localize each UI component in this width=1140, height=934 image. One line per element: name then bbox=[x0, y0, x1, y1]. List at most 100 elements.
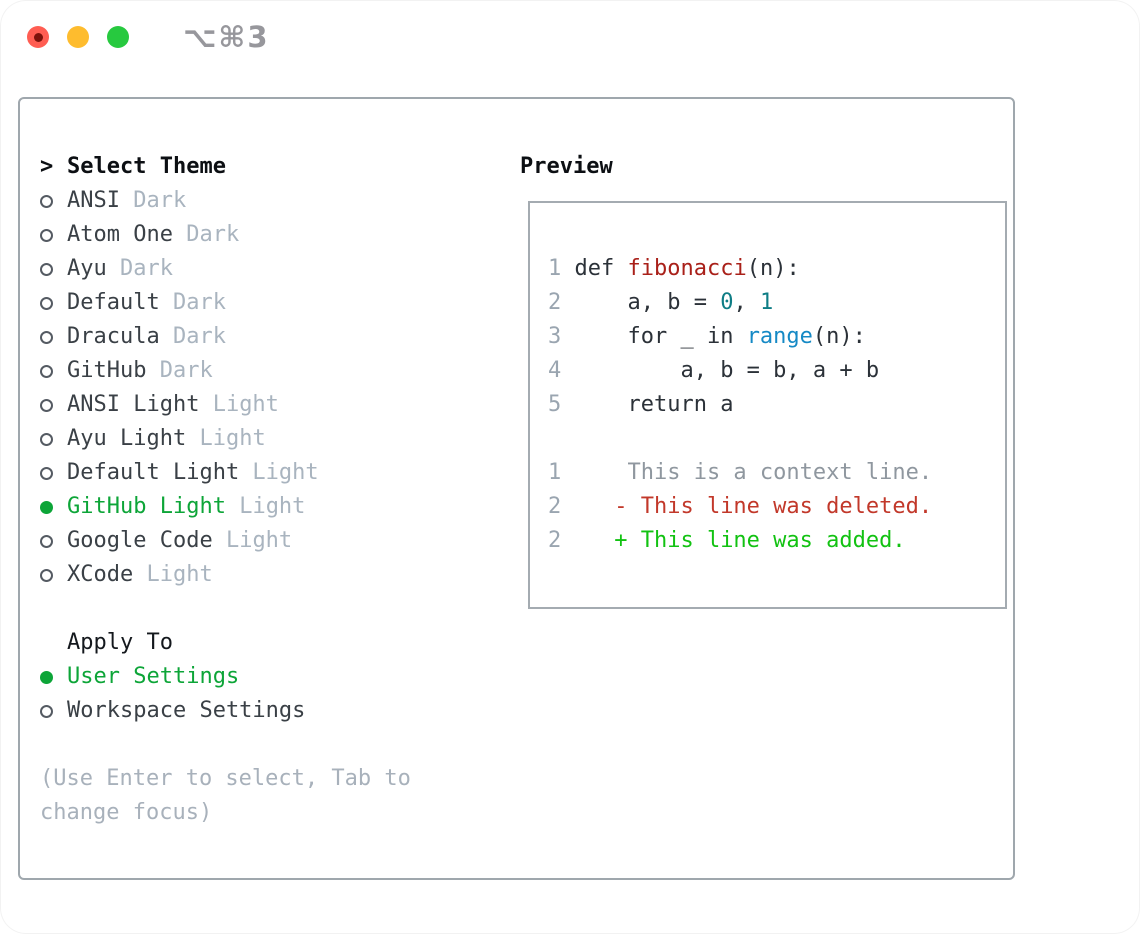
line-number: 3 bbox=[548, 324, 562, 349]
minimize-button-icon[interactable] bbox=[67, 26, 89, 48]
apply-to-option[interactable]: User Settings bbox=[40, 660, 485, 694]
code-segment-deleted: - This line was deleted. bbox=[561, 494, 933, 519]
theme-option[interactable]: Default Dark bbox=[40, 286, 485, 320]
option-label: Dracula bbox=[67, 324, 160, 349]
option-variant-label: Light bbox=[133, 562, 213, 587]
option-label: Default Light bbox=[67, 460, 240, 485]
theme-option[interactable]: XCode Light bbox=[40, 558, 485, 592]
option-label: GitHub bbox=[67, 358, 147, 383]
code-segment-num: 1 bbox=[759, 290, 774, 315]
theme-option[interactable]: Ayu Light Light bbox=[40, 422, 485, 456]
radio-icon bbox=[40, 534, 53, 548]
line-number: 1 bbox=[548, 256, 562, 281]
radio-selected-icon bbox=[40, 500, 53, 514]
option-variant-label: Dark bbox=[106, 256, 173, 281]
theme-option[interactable]: ANSI Dark bbox=[40, 184, 485, 218]
option-variant-label: Light bbox=[225, 494, 306, 519]
radio-icon bbox=[40, 296, 53, 310]
option-label: ANSI bbox=[67, 188, 120, 213]
option-variant-label: Dark bbox=[146, 358, 213, 383]
option-label: XCode bbox=[67, 562, 134, 587]
code-segment-func: fibonacci bbox=[627, 256, 747, 281]
code-segment-context: This is a context line. bbox=[561, 460, 933, 485]
blank-line bbox=[548, 422, 1005, 456]
option-label: Default bbox=[67, 290, 160, 315]
option-variant-label: Dark bbox=[119, 188, 187, 213]
code-segment-code: a, b = bbox=[561, 290, 721, 315]
preview-title: Preview bbox=[520, 154, 613, 179]
option-label: Atom One bbox=[67, 222, 173, 247]
diff-line: 2 - This line was deleted. bbox=[548, 490, 1005, 524]
radio-icon bbox=[40, 228, 53, 242]
option-variant-label: Dark bbox=[159, 290, 226, 315]
code-line: 5 return a bbox=[548, 388, 1005, 422]
theme-option[interactable]: GitHub Dark bbox=[40, 354, 485, 388]
code-segment-code: , bbox=[733, 290, 760, 315]
line-number: 4 bbox=[548, 358, 562, 383]
apply-to-header: Apply To bbox=[67, 630, 173, 655]
keyboard-hint: (Use Enter to select, Tab to change focu… bbox=[40, 766, 411, 825]
diff-line: 1 This is a context line. bbox=[548, 456, 1005, 490]
radio-icon bbox=[40, 432, 53, 446]
apply-to-option[interactable]: Workspace Settings bbox=[40, 694, 485, 728]
line-number: 2 bbox=[548, 528, 562, 553]
preview-section: Preview 1 def fibonacci(n):2 a, b = 0, 1… bbox=[502, 150, 1007, 609]
theme-option[interactable]: ANSI Light Light bbox=[40, 388, 485, 422]
prompt-caret-icon: > bbox=[40, 154, 54, 179]
theme-option[interactable]: Dracula Dark bbox=[40, 320, 485, 354]
code-line: 2 a, b = 0, 1 bbox=[548, 286, 1005, 320]
code-segment-code: (n): bbox=[812, 324, 866, 349]
theme-option[interactable]: Google Code Light bbox=[40, 524, 485, 558]
option-variant-label: Dark bbox=[159, 324, 226, 349]
option-variant-label: Light bbox=[239, 460, 319, 485]
radio-icon bbox=[40, 398, 53, 412]
radio-icon bbox=[40, 262, 53, 276]
radio-icon bbox=[40, 364, 53, 378]
close-dot-icon bbox=[33, 32, 43, 42]
option-label: Workspace Settings bbox=[67, 698, 306, 723]
code-line: 1 def fibonacci(n): bbox=[548, 252, 1005, 286]
code-segment-code: (n): bbox=[746, 256, 800, 281]
select-theme-header: > Select Theme bbox=[40, 150, 485, 184]
code-segment-code: a, b = b, a + b bbox=[561, 358, 880, 383]
select-theme-title: Select Theme bbox=[67, 154, 226, 179]
code-segment-code: def bbox=[561, 256, 628, 281]
option-label: ANSI Light bbox=[67, 392, 200, 417]
option-label: Ayu Light bbox=[67, 426, 187, 451]
option-label: GitHub Light bbox=[67, 494, 226, 519]
diff-line: 2 + This line was added. bbox=[548, 524, 1005, 558]
radio-icon bbox=[40, 466, 53, 480]
line-number: 1 bbox=[548, 460, 562, 485]
option-variant-label: Dark bbox=[172, 222, 240, 247]
option-label: User Settings bbox=[67, 664, 240, 689]
line-number: 5 bbox=[548, 392, 562, 417]
radio-selected-icon bbox=[40, 670, 53, 684]
theme-option[interactable]: Ayu Dark bbox=[40, 252, 485, 286]
radio-icon bbox=[40, 568, 53, 582]
code-segment-code: return a bbox=[561, 392, 734, 417]
theme-option[interactable]: GitHub Light Light bbox=[40, 490, 485, 524]
option-variant-label: Light bbox=[212, 528, 293, 553]
code-segment-builtin: range bbox=[746, 324, 813, 349]
radio-icon bbox=[40, 194, 53, 208]
code-segment-added: + This line was added. bbox=[561, 528, 906, 553]
option-variant-label: Light bbox=[186, 426, 266, 451]
radio-icon bbox=[40, 330, 53, 344]
title-bar: ⌥⌘3 bbox=[0, 0, 1140, 74]
code-segment-num: 0 bbox=[720, 290, 734, 315]
option-label: Ayu bbox=[67, 256, 107, 281]
close-button-icon[interactable] bbox=[27, 26, 49, 48]
option-variant-label: Light bbox=[199, 392, 279, 417]
theme-option[interactable]: Atom One Dark bbox=[40, 218, 485, 252]
zoom-button-icon[interactable] bbox=[107, 26, 129, 48]
radio-icon bbox=[40, 704, 53, 718]
theme-option[interactable]: Default Light Light bbox=[40, 456, 485, 490]
code-segment-code: for _ in bbox=[561, 324, 747, 349]
